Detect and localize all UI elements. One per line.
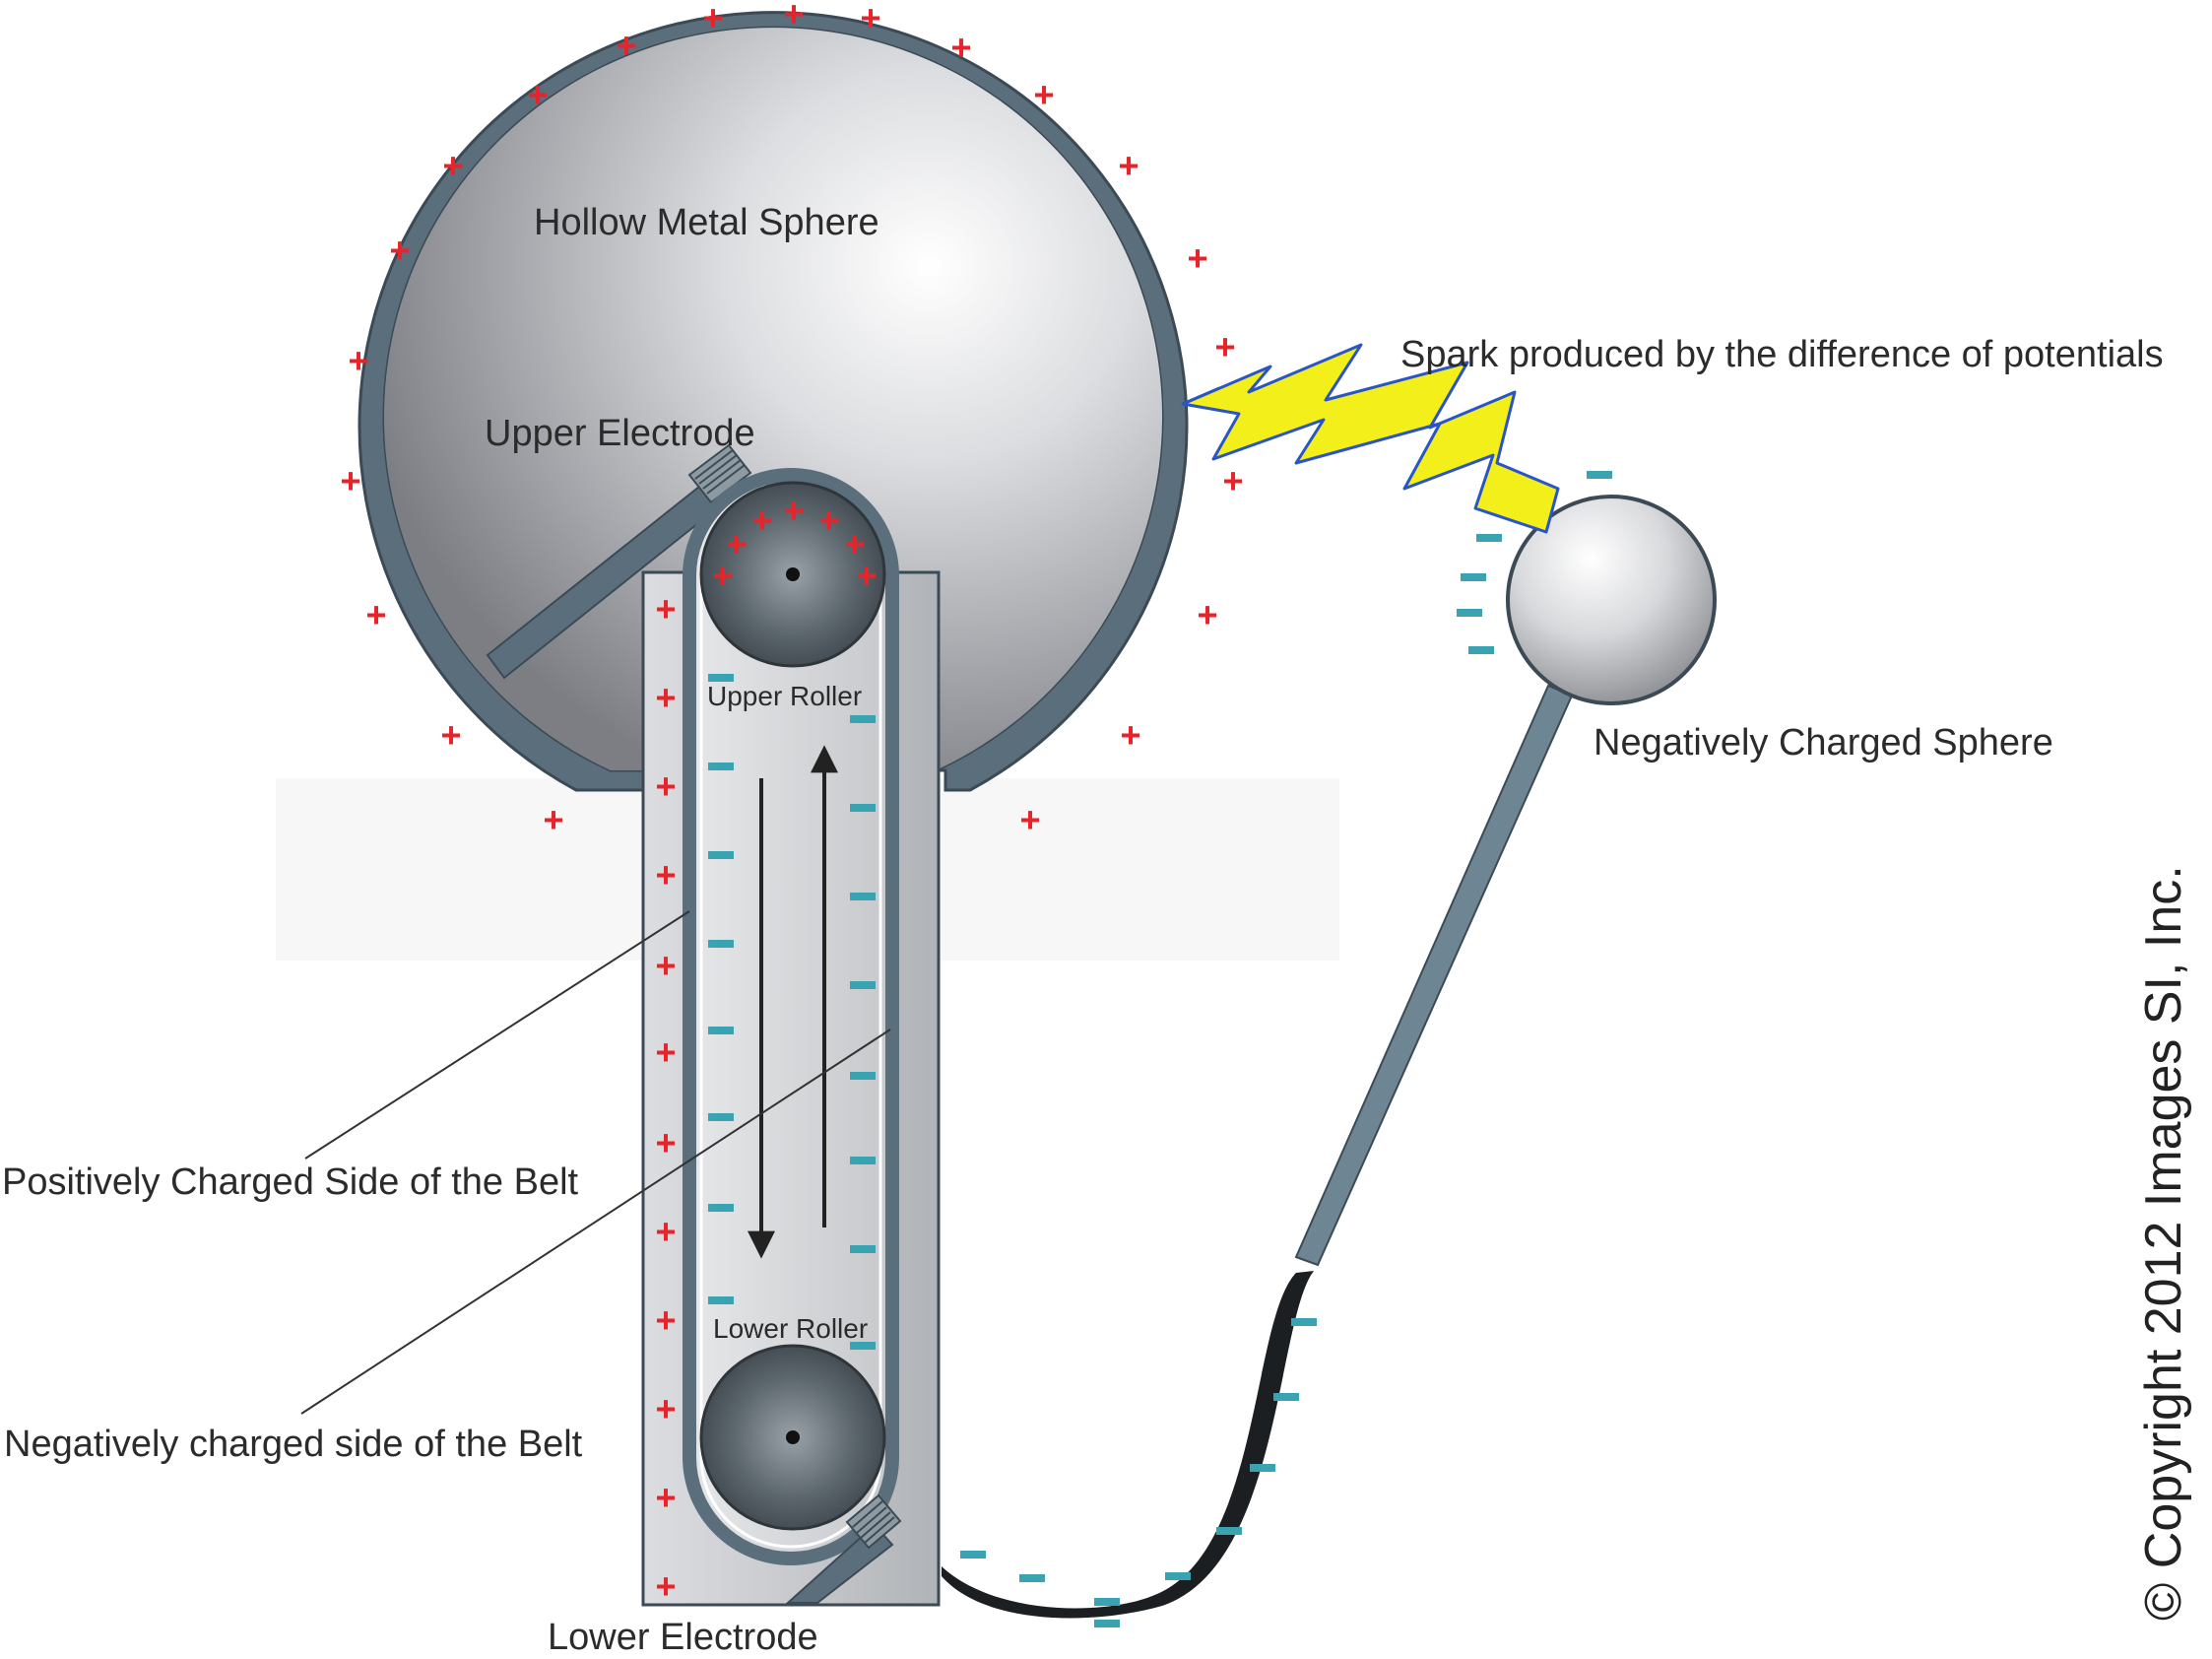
plus-charge: + [655, 589, 676, 630]
plus-charge: + [655, 1478, 676, 1518]
label-negative-belt-side: Negatively charged side of the Belt [4, 1424, 583, 1465]
minus-charge [1216, 1527, 1242, 1535]
minus-charge [1457, 609, 1482, 617]
plus-charge: + [1197, 595, 1217, 635]
plus-charge: + [655, 1389, 676, 1429]
minus-charge [708, 1113, 734, 1121]
minus-charge [850, 981, 876, 989]
plus-charge: + [783, 491, 804, 531]
label-upper-electrode: Upper Electrode [485, 413, 755, 454]
plus-charge: + [655, 855, 676, 896]
copyright-notice: © Copyright 2012 Images SI, Inc. [2135, 865, 2192, 1621]
plus-charge: + [655, 1566, 676, 1607]
plus-charge: + [783, 0, 804, 34]
minus-charge [1094, 1598, 1120, 1606]
plus-charge: + [616, 26, 636, 66]
belt [683, 468, 899, 1565]
plus-charge: + [818, 500, 839, 541]
plus-charge: + [1120, 715, 1140, 756]
plus-charge: + [655, 1123, 676, 1163]
plus-charge: + [655, 1300, 676, 1341]
plus-charge: + [527, 75, 548, 115]
minus-charge [708, 940, 734, 948]
minus-charge [850, 715, 876, 723]
plus-charge: + [655, 946, 676, 986]
negatively-charged-sphere [1506, 495, 1717, 705]
minus-charge [1468, 646, 1494, 654]
plus-charge: + [856, 556, 877, 596]
plus-charge: + [440, 715, 461, 756]
neg-belt-leader [300, 1029, 891, 1415]
pos-belt-leader [304, 910, 690, 1160]
plus-charge: + [340, 461, 360, 501]
plus-charge: + [844, 524, 865, 564]
minus-charge [850, 1245, 876, 1253]
minus-charge [850, 1157, 876, 1164]
label-upper-roller: Upper Roller [707, 681, 862, 711]
label-lower-roller: Lower Roller [713, 1313, 868, 1344]
minus-charge [850, 1072, 876, 1080]
spark [1181, 343, 1560, 534]
plus-charge: + [655, 766, 676, 807]
minus-charge [1273, 1393, 1299, 1401]
minus-charge [960, 1551, 986, 1559]
plus-charge: + [1033, 75, 1054, 115]
minus-charge [708, 674, 734, 682]
positive-charges: ++++++++++++++++++++++++++++++++++++++++ [340, 0, 1243, 1607]
plus-charge: + [543, 800, 563, 840]
plus-charge: + [655, 1032, 676, 1073]
upper-electrode-bristles [694, 449, 746, 495]
plus-charge: + [712, 556, 733, 596]
plus-charge: + [726, 524, 747, 564]
minus-charge [708, 763, 734, 770]
plus-charge: + [655, 678, 676, 718]
minus-charge [708, 1027, 734, 1034]
minus-charge [1019, 1574, 1045, 1582]
plus-charge: + [348, 341, 368, 381]
minus-charge [1250, 1464, 1275, 1472]
upper-roller-axle [786, 567, 800, 581]
minus-charge [1476, 534, 1502, 542]
minus-charge [1165, 1572, 1191, 1580]
spark-tail [1182, 386, 1220, 406]
minus-charge [708, 1296, 734, 1304]
label-hollow-metal-sphere: Hollow Metal Sphere [534, 202, 879, 243]
lower-roller-axle [786, 1430, 800, 1444]
label-positive-belt-side: Positively Charged Side of the Belt [2, 1161, 579, 1203]
minus-charge [1587, 471, 1612, 479]
minus-charge [708, 851, 734, 859]
minus-charge [1291, 1318, 1317, 1326]
negative-charges [708, 471, 1612, 1627]
plus-charge: + [655, 1212, 676, 1252]
minus-charge [1094, 1620, 1120, 1627]
minus-charge [850, 893, 876, 900]
label-spark: Spark produced by the difference of pote… [1400, 334, 2164, 375]
plus-charge: + [1118, 146, 1139, 186]
support-rod [1294, 684, 1574, 1267]
minus-charge [850, 1342, 876, 1350]
plus-charge: + [442, 146, 463, 186]
plus-charge: + [1214, 327, 1235, 367]
label-negatively-charged-sphere: Negatively Charged Sphere [1594, 722, 2053, 763]
plus-charge: + [389, 231, 410, 271]
plus-charge: + [751, 500, 772, 541]
minus-charge [1461, 573, 1486, 581]
lower-electrode-brush [845, 1493, 902, 1550]
minus-charge [850, 804, 876, 812]
ground-wire [942, 1271, 1314, 1619]
plus-charge: + [860, 0, 880, 38]
plus-charge: + [950, 28, 971, 68]
plus-charge: + [1222, 461, 1243, 501]
plus-charge: + [365, 595, 386, 635]
lower-electrode-bristles [852, 1500, 895, 1544]
label-lower-electrode: Lower Electrode [548, 1617, 818, 1654]
plus-charge: + [1187, 238, 1207, 279]
plus-charge: + [1019, 800, 1040, 840]
plus-charge: + [702, 0, 723, 38]
minus-charge [708, 1204, 734, 1212]
